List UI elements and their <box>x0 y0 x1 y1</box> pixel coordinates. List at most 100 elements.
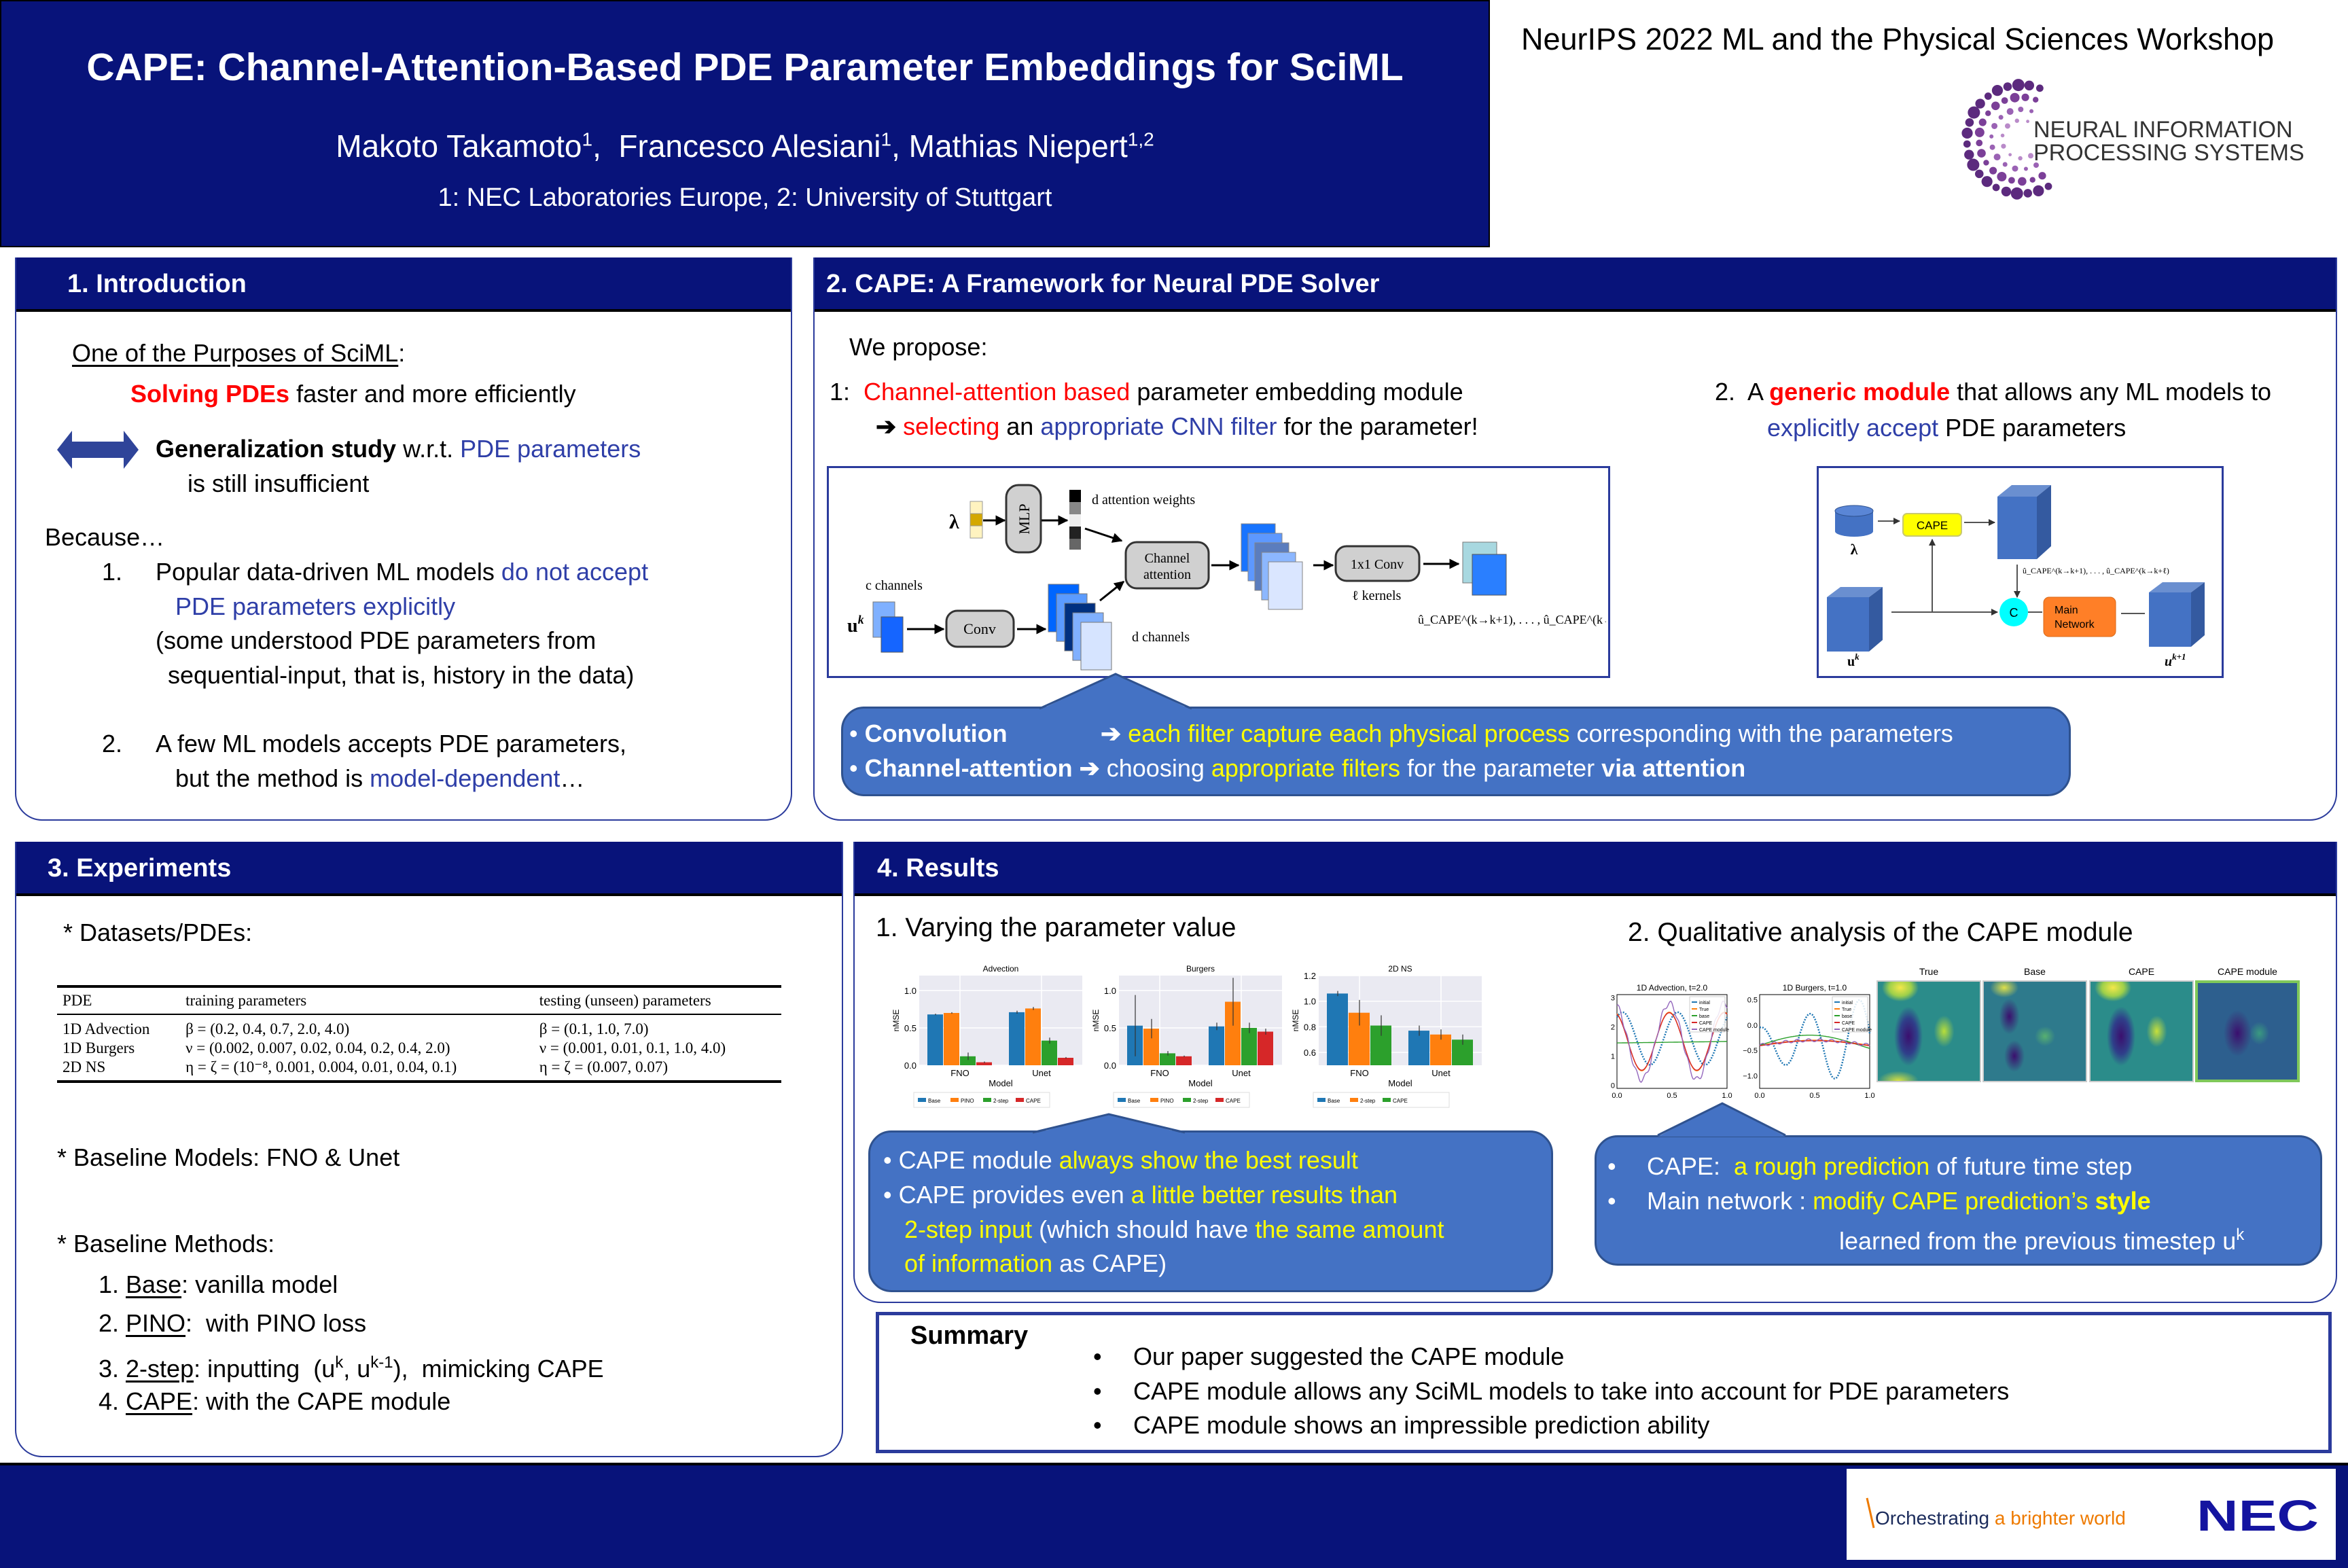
text-segment: Convolution <box>864 719 1008 747</box>
legend-label: PINO <box>1160 1098 1174 1104</box>
logo-dot <box>1991 101 2000 111</box>
y-tick-label: 0.5 <box>1747 996 1758 1004</box>
x-tick-label: 0.0 <box>1612 1092 1622 1100</box>
text-segment: 2-step <box>126 1355 194 1383</box>
bullet: • <box>1093 1411 1102 1439</box>
bullet: • <box>1093 1342 1102 1370</box>
text-segment: Main network : <box>1647 1187 1813 1215</box>
y-tick-label: 2 <box>1611 1023 1615 1031</box>
cape-output-label: û_CAPE^(k→k+1), . . . , û_CAPE^(k→k+ℓ) <box>1418 613 1606 627</box>
y-tick-label: 0.0 <box>904 1061 917 1071</box>
uk1-cube <box>2149 582 2205 647</box>
uk-cube <box>1827 587 1883 652</box>
intro-reason-2-cont: but the method is model-dependent… <box>175 764 584 794</box>
text-segment: a little better results than <box>1131 1181 1398 1209</box>
legend-swatch <box>1215 1098 1224 1102</box>
cape-block <box>1902 513 1962 537</box>
y-axis-label: nMSE <box>891 1010 901 1032</box>
heatmap-true <box>1876 980 1981 1082</box>
cape-proposal-1: 1: Channel-attention based parameter emb… <box>830 377 1463 407</box>
nec-logo: Orchestrating a brighter world NEC <box>1866 1491 2319 1540</box>
x-axis-label: Model <box>1188 1078 1213 1088</box>
legend-swatch <box>1016 1098 1024 1102</box>
logo-dot <box>1974 169 1984 179</box>
bar-base-unet <box>1009 1012 1025 1065</box>
text-segment: selecting <box>903 412 1000 440</box>
channel-attention-block <box>1124 541 1210 590</box>
table-cell: 2D NS <box>63 1058 106 1075</box>
text-segment: appropriate filters <box>1211 754 1401 782</box>
text-segment: choosing <box>1106 754 1211 782</box>
bar-cape-unet <box>1058 1058 1073 1065</box>
attention-weights-label: d attention weights <box>1092 493 1195 507</box>
x-tick-label: 0.5 <box>1809 1092 1819 1100</box>
text-segment: : inputting (u <box>194 1355 336 1383</box>
legend-label: CAPE <box>1226 1098 1241 1104</box>
neurips-logo: NEURAL INFORMATION PROCESSING SYSTEMS <box>1961 79 2305 200</box>
double-arrow-icon <box>57 431 139 469</box>
results-better-cont: 2-step input (which should have the same… <box>904 1215 1444 1245</box>
text-segment: A few ML models accepts PDE parameters, <box>156 730 626 758</box>
text-segment: a rough prediction <box>1734 1152 1930 1180</box>
text-segment: k-1 <box>370 1353 393 1372</box>
logo-dot <box>1993 154 2001 161</box>
text-segment: Base <box>126 1270 182 1298</box>
list-number: 1. <box>102 558 123 586</box>
text-segment: of future time step <box>1929 1152 2133 1180</box>
legend-label: True <box>1842 1008 1851 1012</box>
intro-purpose: Solving PDEs faster and more efficiently <box>130 379 576 409</box>
logo-dot <box>1985 110 1991 116</box>
text-segment: 3. <box>99 1355 126 1383</box>
text-segment: the same amount <box>1255 1215 1444 1243</box>
callout-channel-attention: • Channel-attention ➔ choosing appropria… <box>849 753 1745 783</box>
y-tick-label: 0.6 <box>1304 1048 1316 1058</box>
legend-label: CAPE <box>1699 1021 1712 1026</box>
bar-2-step-unet <box>1430 1034 1451 1065</box>
text-segment: for the parameter <box>1400 754 1602 782</box>
legend-swatch <box>1317 1098 1326 1102</box>
cape-explanation-callout <box>841 707 2071 796</box>
uk1-label: uk+1 <box>2165 652 2186 669</box>
legend-swatch <box>1350 1098 1358 1102</box>
method-2-step: 3. 2-step: inputting (uk, uk-1), mimicki… <box>99 1348 604 1384</box>
logo-dot <box>1974 127 1985 137</box>
summary-bullet: CAPE module shows an impressible predict… <box>1133 1411 1710 1439</box>
series-line-base <box>1616 1041 1727 1044</box>
text-segment: : with the CAPE module <box>192 1387 451 1415</box>
text-segment: ➔ <box>1072 754 1107 782</box>
bar-2-step-fno <box>1160 1053 1175 1065</box>
logo-dot <box>1984 92 1992 100</box>
heatmap-title: Base <box>2024 966 2046 977</box>
table-cell: 1D Burgers <box>63 1039 135 1056</box>
text-segment: for the parameter! <box>1277 412 1478 440</box>
series-line-initial <box>1616 1011 1728 1066</box>
x-tick-label: Unet <box>1032 1068 1051 1078</box>
y-tick-label: 1 <box>1611 1053 1615 1061</box>
logo-dot <box>2024 80 2035 91</box>
channel-attention-label: attention <box>1143 567 1191 582</box>
text-segment: PDE parameters <box>1938 414 2127 442</box>
text-segment: (which should have <box>1032 1215 1256 1243</box>
logo-dot <box>2010 92 2020 103</box>
logo-dot <box>2028 153 2033 159</box>
intro-because: Because… <box>45 522 164 552</box>
text-segment: PDE parameters explicitly <box>175 592 456 620</box>
legend-label: 2-step <box>1360 1098 1376 1104</box>
legend-label: CAPE <box>1026 1098 1041 1104</box>
legend-label: CAPE module <box>1842 1028 1872 1033</box>
legend-label: PINO <box>961 1098 974 1104</box>
results-better: • CAPE provides even a little better res… <box>883 1180 1398 1210</box>
text-segment: k <box>335 1353 344 1372</box>
logo-dot <box>1992 183 2000 192</box>
bar-pino-unet <box>1025 1008 1041 1065</box>
column-header: training parameters <box>180 986 534 1015</box>
legend-box <box>1113 1092 1250 1108</box>
heatmap-base <box>1982 980 2087 1082</box>
text-segment: style <box>2095 1187 2151 1215</box>
summary-bullet: CAPE module allows any SciML models to t… <box>1133 1377 2010 1405</box>
y-tick-label: −1.0 <box>1743 1072 1758 1080</box>
legend-box <box>913 1092 1050 1108</box>
text-segment: explicitly accept <box>1767 414 1939 442</box>
